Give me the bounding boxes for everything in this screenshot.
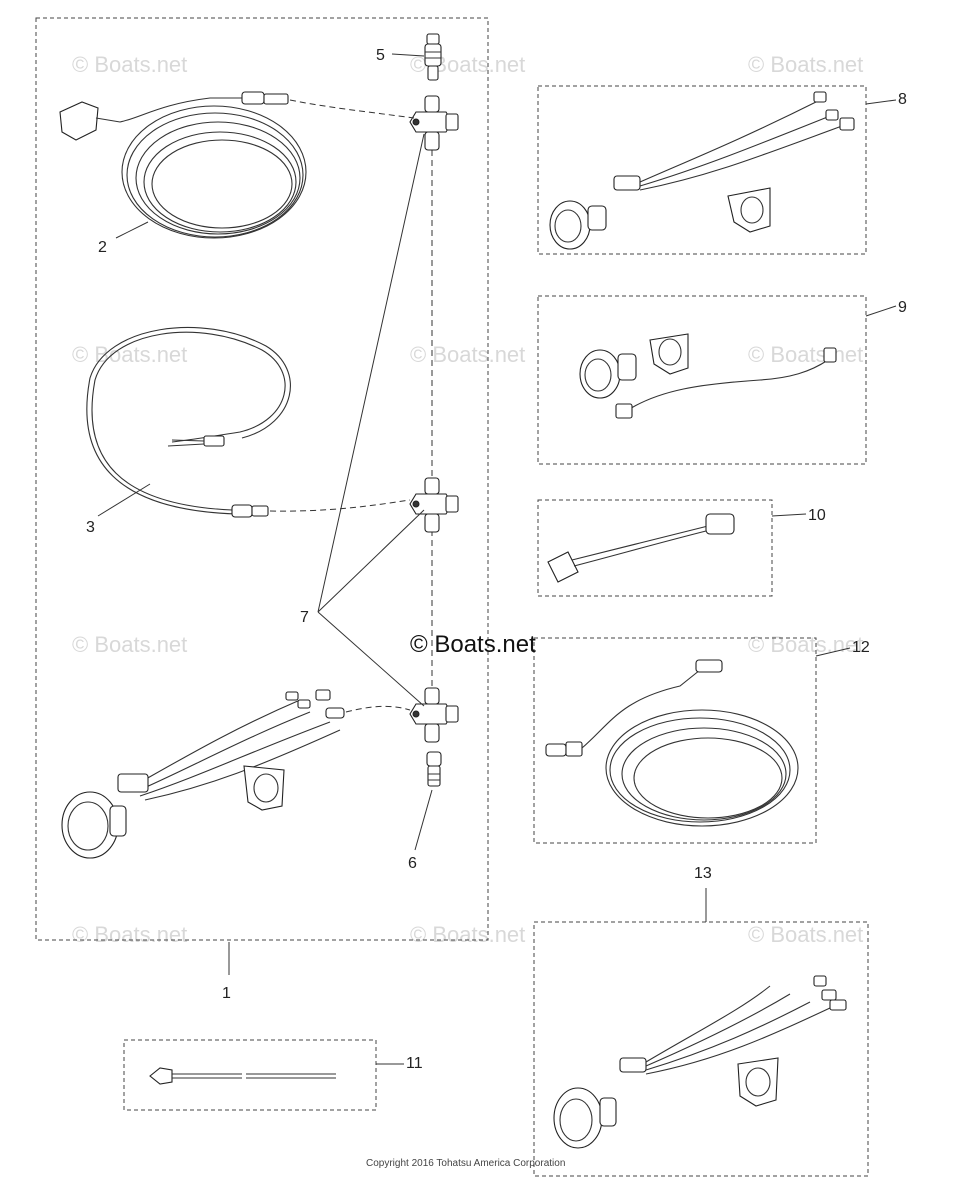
callout-9: 9: [898, 299, 907, 316]
group-box-1: [35, 17, 489, 941]
watermark-5: © Boats.net: [410, 342, 525, 367]
group-box-9: [537, 295, 867, 465]
gauge-harness-8: [549, 91, 855, 250]
leader-5: [391, 53, 425, 57]
watermark-6: © Boats.net: [748, 342, 863, 367]
leader-12: [815, 647, 851, 657]
callout-11: 11: [406, 1055, 423, 1072]
gauge-sender-9: [579, 333, 837, 419]
callout-3: 3: [86, 519, 95, 536]
leader-3: [97, 483, 151, 517]
callout-7: 7: [300, 609, 309, 626]
watermarks: © Boats.net © Boats.net © Boats.net © Bo…: [72, 52, 863, 947]
adapter-cable-10: [547, 513, 735, 583]
leader-2: [115, 221, 149, 239]
group-box-8: [537, 85, 867, 255]
brand-mark: © Boats.net: [410, 631, 536, 658]
extension-cable-12: [545, 659, 799, 827]
gauge-harness-1: [61, 689, 411, 859]
callout-2: 2: [98, 239, 107, 256]
watermark-3: © Boats.net: [748, 52, 863, 77]
watermark-1: © Boats.net: [72, 52, 187, 77]
leader-6: [414, 789, 433, 851]
group-box-10: [537, 499, 773, 597]
cable-coil-2: [59, 91, 415, 239]
tee-connector-middle: [409, 477, 459, 533]
group-box-11: [123, 1039, 377, 1111]
callout-13: 13: [694, 865, 712, 882]
callout-5: 5: [376, 47, 385, 64]
watermark-11: © Boats.net: [748, 922, 863, 947]
callout-8: 8: [898, 91, 907, 108]
callout-6: 6: [408, 855, 417, 872]
terminator-6: [426, 751, 442, 787]
watermark-4: © Boats.net: [72, 342, 187, 367]
sender-probe-11: [149, 1067, 336, 1085]
terminator-5: [424, 33, 442, 81]
tee-connector-bottom: [409, 687, 459, 743]
cable-loop-3: [86, 327, 411, 518]
copyright-text: Copyright 2016 Tohatsu America Corporati…: [366, 1158, 565, 1169]
leader-9: [865, 305, 897, 317]
callout-10: 10: [808, 507, 826, 524]
leader-7: [317, 133, 425, 707]
watermark-8: © Boats.net: [748, 632, 863, 657]
callout-12: 12: [852, 639, 870, 656]
watermark-10: © Boats.net: [410, 922, 525, 947]
leader-10: [771, 513, 807, 517]
callout-1: 1: [222, 985, 231, 1002]
leader-8: [865, 99, 897, 105]
watermark-7: © Boats.net: [72, 632, 187, 657]
group-box-12: [533, 637, 817, 844]
watermark-9: © Boats.net: [72, 922, 187, 947]
tee-connector-top: [409, 95, 459, 151]
gauge-harness-13: [553, 975, 847, 1149]
